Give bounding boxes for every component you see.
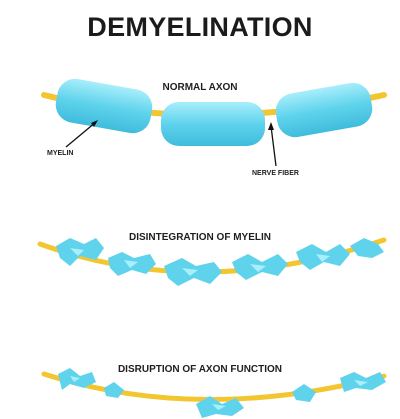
nerve-fiber-pointer (271, 126, 276, 166)
normal-axon-label: NORMAL AXON (0, 82, 400, 93)
nerve-fiber-label: NERVE FIBER (252, 170, 299, 177)
myelin-fragment (104, 382, 124, 398)
disruption-of-axon-function-label: DISRUPTION OF AXON FUNCTION (0, 364, 400, 375)
axon-fiber (44, 374, 384, 400)
disintegrating-axon (40, 238, 384, 286)
myelin-label: MYELIN (47, 150, 73, 157)
myelin-fragment (292, 384, 316, 402)
disintegration-of-myelin-label: DISINTEGRATION OF MYELIN (0, 232, 400, 243)
myelin-sheath-segment (161, 102, 265, 146)
myelin-pointer (66, 122, 96, 147)
disrupted-axon (44, 368, 386, 418)
